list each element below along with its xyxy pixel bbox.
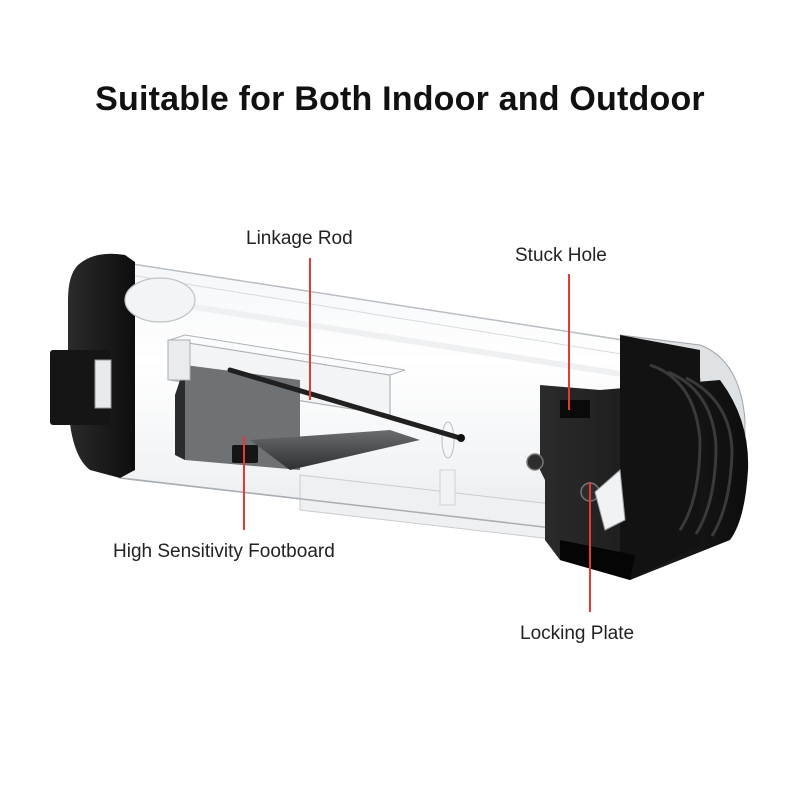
right-door-assembly [526, 334, 749, 580]
linkage-rod [227, 367, 465, 442]
left-end-cap [50, 253, 196, 478]
callout-label-footboard: High Sensitivity Footboard [113, 541, 335, 562]
footboard-mechanism [167, 334, 420, 470]
callout-label-linkage-rod: Linkage Rod [246, 228, 353, 249]
callout-label-locking-plate: Locking Plate [520, 623, 635, 644]
callout-lines [243, 258, 591, 612]
callout-label-stuck-hole: Stuck Hole [515, 245, 607, 266]
page-title: Suitable for Both Indoor and Outdoor [95, 80, 705, 118]
